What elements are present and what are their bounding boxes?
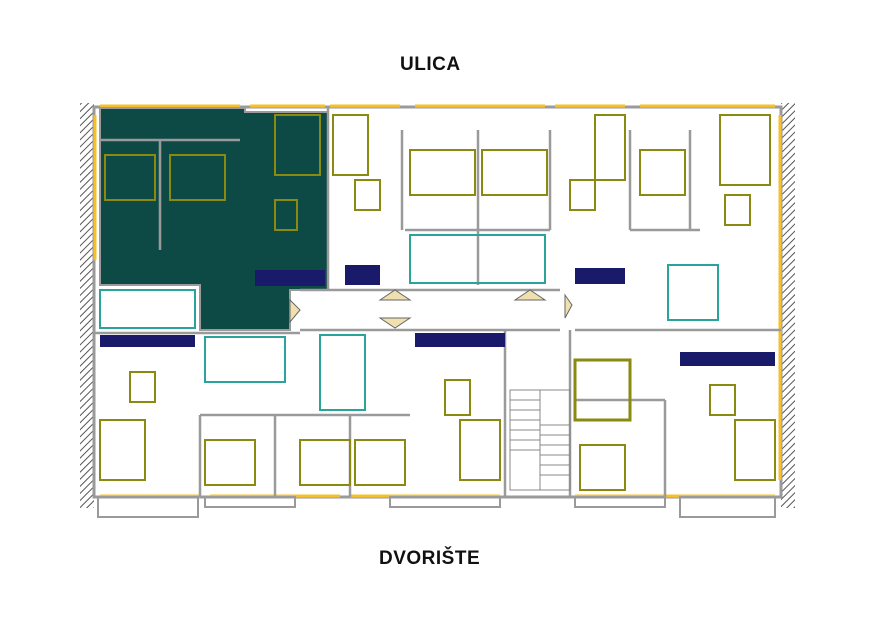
street-label: ULICA	[400, 54, 461, 75]
yard-label: DVORIŠTE	[379, 548, 481, 569]
kitchens	[100, 265, 775, 366]
beds	[104, 149, 686, 491]
right-wall	[781, 103, 795, 508]
bathrooms	[99, 234, 719, 411]
interior-walls	[94, 108, 781, 497]
living-furniture	[99, 114, 776, 481]
direction-arrows	[289, 289, 573, 329]
elevator	[573, 358, 632, 422]
highlighted-apartment	[99, 107, 329, 331]
balconies	[97, 496, 776, 518]
left-wall	[80, 103, 94, 508]
staircase	[509, 389, 571, 491]
